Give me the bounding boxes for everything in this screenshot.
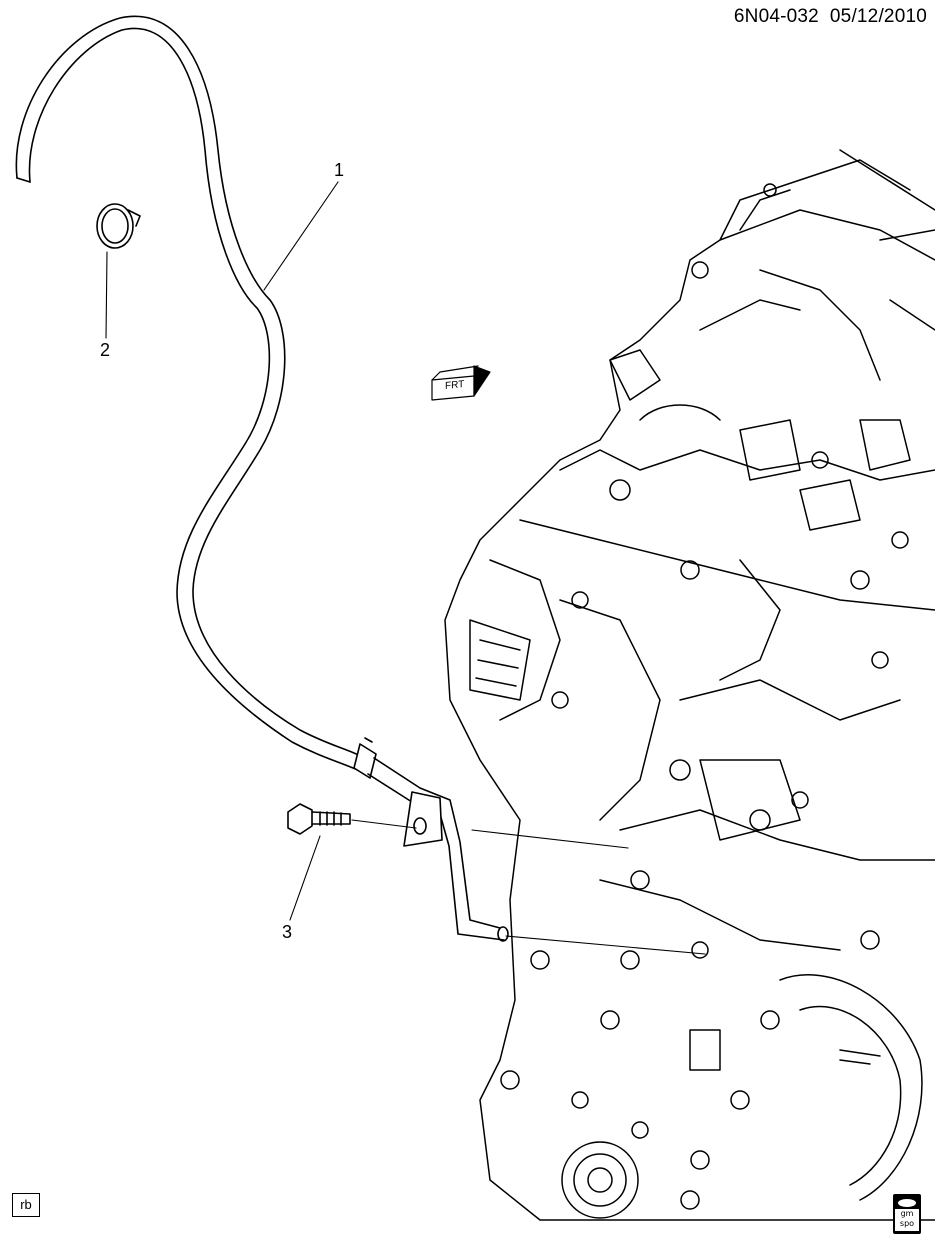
callout-1: 1 [334, 160, 345, 180]
front-arrow-icon [431, 365, 491, 401]
callout-3: 3 [282, 922, 293, 942]
vent-hose [15, 15, 369, 773]
leader-lines [105, 181, 706, 955]
drawing-code: 6N04-032 [733, 6, 819, 27]
corner-tag: rb [12, 1193, 40, 1217]
gm-spo-logo: gm spo [893, 1194, 921, 1234]
drawing-date: 05/12/2010 [829, 6, 927, 27]
hose-clamp [96, 203, 141, 249]
logo-line-1: gm [900, 1209, 914, 1218]
drawing-header: 6N04-032 05/12/2010 [734, 6, 927, 28]
logo-oval [898, 1199, 916, 1207]
logo-text: gm spo [895, 1209, 919, 1231]
hose-pipe-joint [353, 737, 377, 779]
mounting-bolt [287, 803, 351, 835]
front-arrow-label: FRT [445, 378, 465, 393]
logo-line-2: spo [899, 1219, 915, 1228]
pipe-bracket [403, 791, 443, 847]
vent-pipe [367, 757, 509, 942]
callout-2: 2 [100, 340, 111, 360]
engine-assembly [444, 149, 935, 1221]
